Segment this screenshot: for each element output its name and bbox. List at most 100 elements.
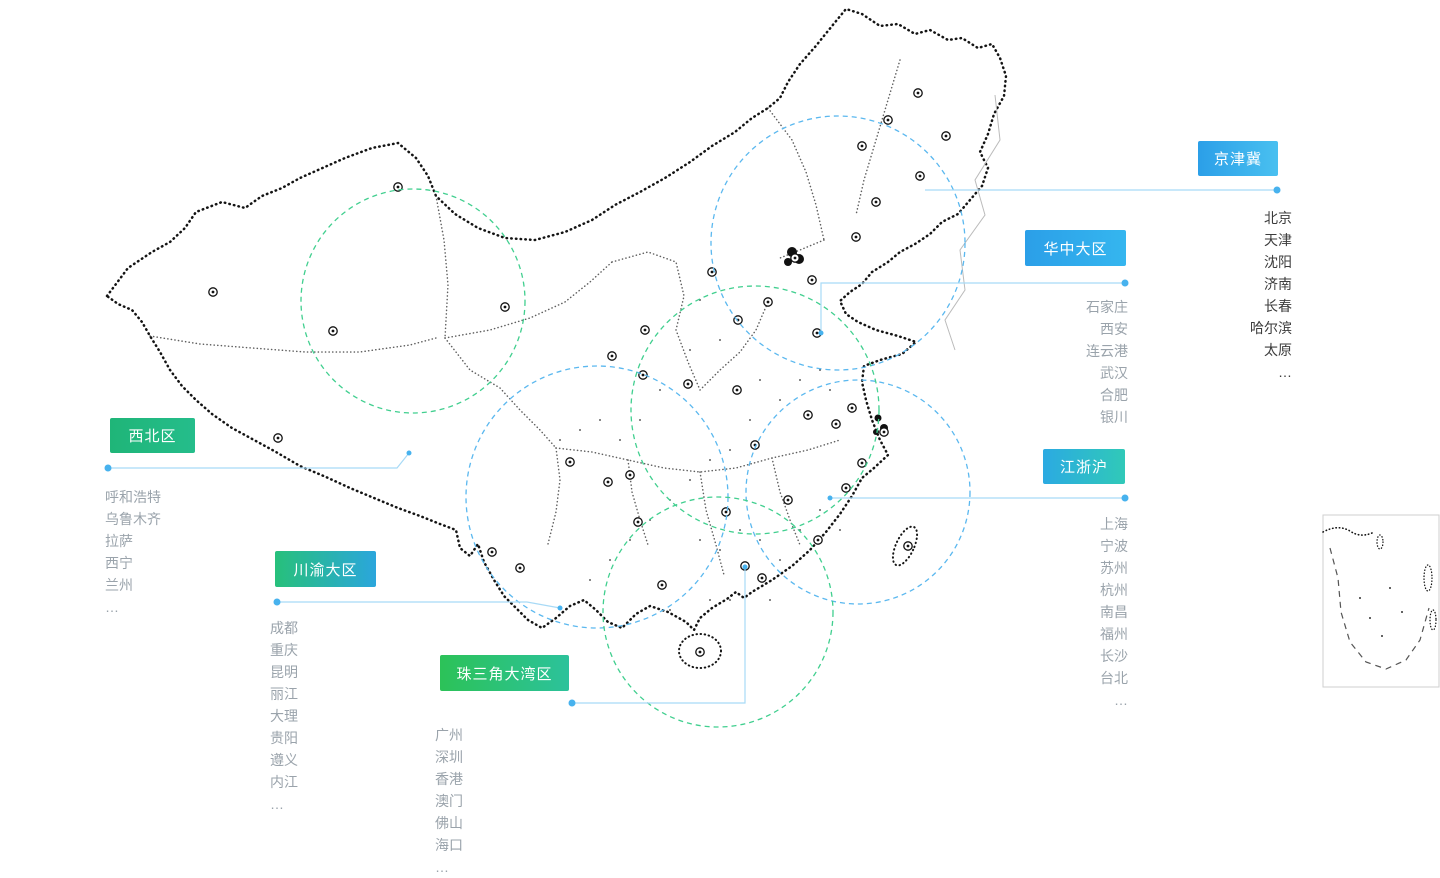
callout-dot (1121, 279, 1129, 287)
callout-dot (827, 495, 833, 501)
city-item: 济南 (1264, 276, 1292, 292)
city-marker (857, 458, 867, 468)
city-list-zhusanjiao: 广州深圳香港澳门佛山海口… (435, 724, 565, 878)
city-item: 哈尔滨 (1250, 320, 1292, 336)
city-item: 杭州 (1100, 582, 1128, 598)
city-item: 乌鲁木齐 (105, 511, 161, 527)
city-marker (328, 326, 338, 336)
city-list-huazhong: 石家庄西安连云港武汉合肥银川 (1000, 296, 1128, 428)
city-marker (721, 507, 731, 517)
city-item: 上海 (1100, 516, 1128, 532)
city-marker (841, 483, 851, 493)
city-marker (883, 115, 893, 125)
city-marker (851, 232, 861, 242)
coverage-circle-huazhong (630, 285, 880, 535)
city-item: 长春 (1264, 298, 1292, 314)
city-item: 天津 (1264, 232, 1292, 248)
metro-cluster-blobs (784, 247, 888, 435)
callout-dot (742, 564, 748, 570)
city-item: 兰州 (105, 577, 133, 593)
china-outline (105, 7, 1008, 633)
city-item: 合肥 (1100, 387, 1128, 403)
city-marker (913, 88, 923, 98)
city-item: 大理 (270, 708, 298, 724)
neighbour-boundary-line (944, 94, 1001, 351)
callout-dot (273, 598, 281, 606)
city-marker (803, 410, 813, 420)
region-label-jingjinji[interactable]: 京津冀 (1198, 141, 1278, 176)
coverage-circle-xibei (300, 188, 526, 414)
city-item: 西安 (1100, 321, 1128, 337)
city-item: … (270, 796, 284, 812)
city-marker (941, 131, 951, 141)
callout-dot (818, 330, 824, 336)
inset-island-specks (1359, 587, 1403, 637)
city-item: 长沙 (1100, 648, 1128, 664)
city-marker (812, 328, 822, 338)
city-marker (732, 385, 742, 395)
city-list-chuanyu: 成都重庆昆明丽江大理贵阳遵义内江… (270, 617, 390, 815)
callout-dot (557, 605, 563, 611)
taiwan-island (891, 525, 919, 567)
city-item: 重庆 (270, 642, 298, 658)
callout-dot (1121, 494, 1129, 502)
city-marker (915, 171, 925, 181)
city-marker (733, 315, 743, 325)
city-marker (500, 302, 510, 312)
coverage-circle-jiangzhehu (745, 379, 971, 605)
callout-dot (406, 450, 412, 456)
south-china-sea-inset (1322, 514, 1440, 688)
region-label-jiangzhehu[interactable]: 江浙沪 (1043, 449, 1125, 484)
city-item: 海口 (435, 837, 463, 853)
city-item: 沈阳 (1264, 254, 1292, 270)
coverage-circle-zhusanjiao (602, 496, 834, 728)
city-marker (790, 253, 800, 263)
city-item: 银川 (1100, 409, 1128, 425)
city-item: 连云港 (1086, 343, 1128, 359)
city-list-jiangzhehu: 上海宁波苏州杭州南昌福州长沙台北… (1000, 513, 1128, 711)
city-marker (208, 287, 218, 297)
inset-philippines-2 (1429, 609, 1437, 631)
city-item: 拉萨 (105, 533, 133, 549)
inset-nine-dash-line (1329, 547, 1430, 670)
city-item: 苏州 (1100, 560, 1128, 576)
city-item: 内江 (270, 774, 298, 790)
city-marker (879, 427, 889, 437)
city-item: 丽江 (270, 686, 298, 702)
inset-mainland-coast (1322, 526, 1373, 536)
city-marker (783, 495, 793, 505)
city-item: 广州 (435, 727, 463, 743)
city-item: 台北 (1100, 670, 1128, 686)
city-marker (757, 573, 767, 583)
city-item: 深圳 (435, 749, 463, 765)
hainan-island (678, 633, 722, 669)
city-marker (763, 297, 773, 307)
town-specks (559, 299, 841, 611)
city-marker (683, 379, 693, 389)
inset-philippines-1 (1423, 564, 1433, 592)
city-item: … (435, 859, 449, 875)
inset-taiwan (1376, 534, 1384, 550)
city-marker (633, 517, 643, 527)
province-borders (149, 59, 901, 576)
region-label-chuanyu[interactable]: 川渝大区 (275, 551, 376, 587)
region-label-zhusanjiao[interactable]: 珠三角大湾区 (440, 655, 569, 691)
city-marker (515, 563, 525, 573)
city-marker (565, 457, 575, 467)
city-item: 太原 (1264, 342, 1292, 358)
city-marker (813, 535, 823, 545)
city-marker (695, 647, 705, 657)
city-item: 澳门 (435, 793, 463, 809)
region-label-huazhong[interactable]: 华中大区 (1025, 230, 1126, 266)
city-item: 石家庄 (1086, 299, 1128, 315)
city-item: 呼和浩特 (105, 489, 161, 505)
city-marker (857, 141, 867, 151)
region-label-xibei[interactable]: 西北区 (110, 418, 195, 453)
coverage-circle-chuanyu (465, 365, 729, 629)
city-item: … (1114, 692, 1128, 708)
city-marker (603, 477, 613, 487)
city-marker (847, 403, 857, 413)
city-marker (903, 541, 913, 551)
